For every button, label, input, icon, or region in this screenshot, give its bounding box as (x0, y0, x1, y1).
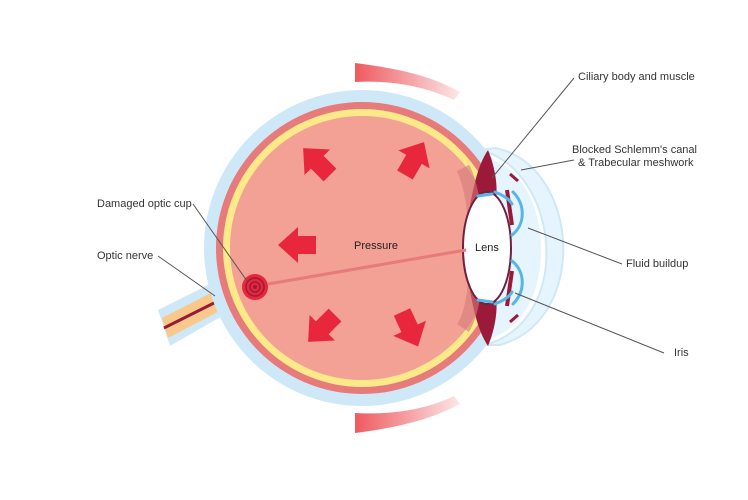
vitreous-body (230, 116, 494, 380)
schlemm-bottom (509, 313, 519, 324)
label-optic-nerve: Optic nerve (97, 250, 154, 262)
label-blocked-canal-1: Blocked Schlemm's canal (572, 144, 697, 156)
label-fluid-buildup: Fluid buildup (626, 258, 689, 270)
label-lens: Lens (475, 242, 499, 254)
bottom-muscle (355, 396, 460, 433)
fluid-buildup (476, 190, 524, 306)
anterior-chamber (492, 160, 542, 338)
label-damaged-optic-cup: Damaged optic cup (97, 198, 192, 210)
iris-bottom (505, 270, 514, 307)
cornea (479, 146, 565, 346)
label-ciliary-body: Ciliary body and muscle (578, 71, 695, 83)
top-muscle (355, 63, 460, 100)
leader-lines (157, 77, 665, 354)
label-blocked-canal-2: & Trabecular meshwork (578, 157, 694, 169)
optic-cup (242, 274, 268, 300)
lens (462, 191, 512, 305)
label-iris: Iris (674, 347, 689, 359)
pressure-arrows (278, 142, 430, 347)
label-pressure: Pressure (354, 240, 399, 252)
iris-top (505, 189, 514, 226)
visual-axis (267, 248, 467, 286)
schlemm-top (509, 172, 519, 183)
